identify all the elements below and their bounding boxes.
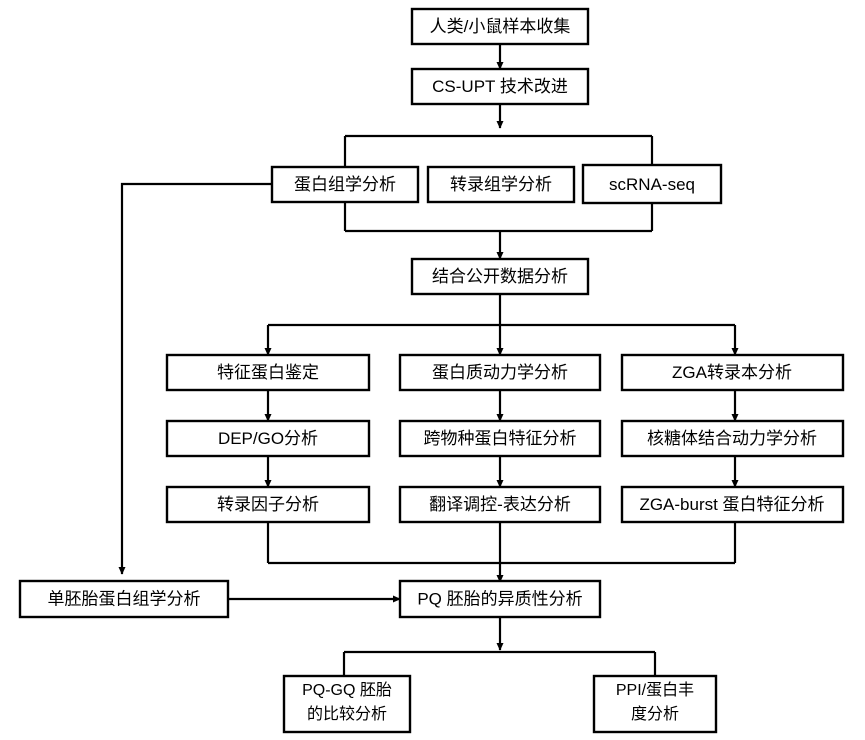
node-zga-burst[interactable]: ZGA-burst 蛋白特征分析: [620, 485, 845, 524]
node-zga-transcript-label: ZGA转录本分析: [672, 363, 792, 382]
node-ppi-abundance-label-line2: 度分析: [631, 705, 679, 723]
connector-layer: [118, 44, 739, 676]
node-protein-dynamics[interactable]: 蛋白质动力学分析: [398, 353, 602, 392]
node-cs-upt-label: CS-UPT 技术改进: [432, 77, 568, 96]
node-cs-upt[interactable]: CS-UPT 技术改进: [410, 67, 590, 106]
node-single-embryo-label: 单胚胎蛋白组学分析: [48, 589, 201, 608]
node-single-embryo[interactable]: 单胚胎蛋白组学分析: [18, 579, 230, 619]
node-cross-species[interactable]: 跨物种蛋白特征分析: [398, 419, 602, 458]
node-proteomics-label: 蛋白组学分析: [294, 175, 396, 194]
node-pq-gq-comparison-label-line2: 的比较分析: [307, 705, 387, 723]
node-pq-heterogeneity[interactable]: PQ 胚胎的异质性分析: [398, 579, 602, 619]
node-proteomics[interactable]: 蛋白组学分析: [270, 165, 420, 204]
node-public-data[interactable]: 结合公开数据分析: [410, 257, 590, 296]
node-ribosome-binding-label: 核糖体结合动力学分析: [647, 429, 817, 448]
node-protein-dynamics-label: 蛋白质动力学分析: [432, 363, 568, 382]
node-pq-gq-comparison[interactable]: PQ-GQ 胚胎 的比较分析: [282, 674, 412, 734]
node-sample-collection[interactable]: 人类/小鼠样本收集: [410, 7, 590, 46]
node-dep-go-label: DEP/GO分析: [218, 429, 318, 448]
node-translation-regulation-label: 翻译调控-表达分析: [429, 495, 571, 514]
node-scrna-seq[interactable]: scRNA-seq: [581, 163, 723, 205]
node-zga-transcript[interactable]: ZGA转录本分析: [620, 353, 845, 392]
node-pq-gq-comparison-label-line1: PQ-GQ 胚胎: [302, 681, 392, 699]
node-transcriptomics[interactable]: 转录组学分析: [426, 165, 576, 204]
node-ribosome-binding[interactable]: 核糖体结合动力学分析: [620, 419, 845, 458]
node-translation-regulation[interactable]: 翻译调控-表达分析: [398, 485, 602, 524]
node-ppi-abundance-label-line1: PPI/蛋白丰: [616, 681, 694, 699]
node-ppi-abundance[interactable]: PPI/蛋白丰 度分析: [592, 674, 718, 734]
node-pq-heterogeneity-label: PQ 胚胎的异质性分析: [417, 589, 582, 608]
node-feature-protein[interactable]: 特征蛋白鉴定: [165, 353, 371, 392]
node-transcriptomics-label: 转录组学分析: [450, 175, 552, 194]
node-transcription-factor[interactable]: 转录因子分析: [165, 485, 371, 524]
node-public-data-label: 结合公开数据分析: [432, 267, 568, 286]
node-dep-go[interactable]: DEP/GO分析: [165, 419, 371, 458]
node-cross-species-label: 跨物种蛋白特征分析: [424, 429, 577, 448]
node-zga-burst-label: ZGA-burst 蛋白特征分析: [639, 495, 824, 514]
node-transcription-factor-label: 转录因子分析: [217, 495, 319, 514]
connector-proteomics-to-singleembryo: [118, 182, 272, 575]
node-scrna-seq-label: scRNA-seq: [609, 175, 695, 194]
node-layer: 人类/小鼠样本收集 CS-UPT 技术改进 蛋白组学分析 转录组学分析 scRN…: [18, 7, 845, 734]
node-feature-protein-label: 特征蛋白鉴定: [217, 363, 319, 382]
node-sample-collection-label: 人类/小鼠样本收集: [430, 17, 571, 36]
